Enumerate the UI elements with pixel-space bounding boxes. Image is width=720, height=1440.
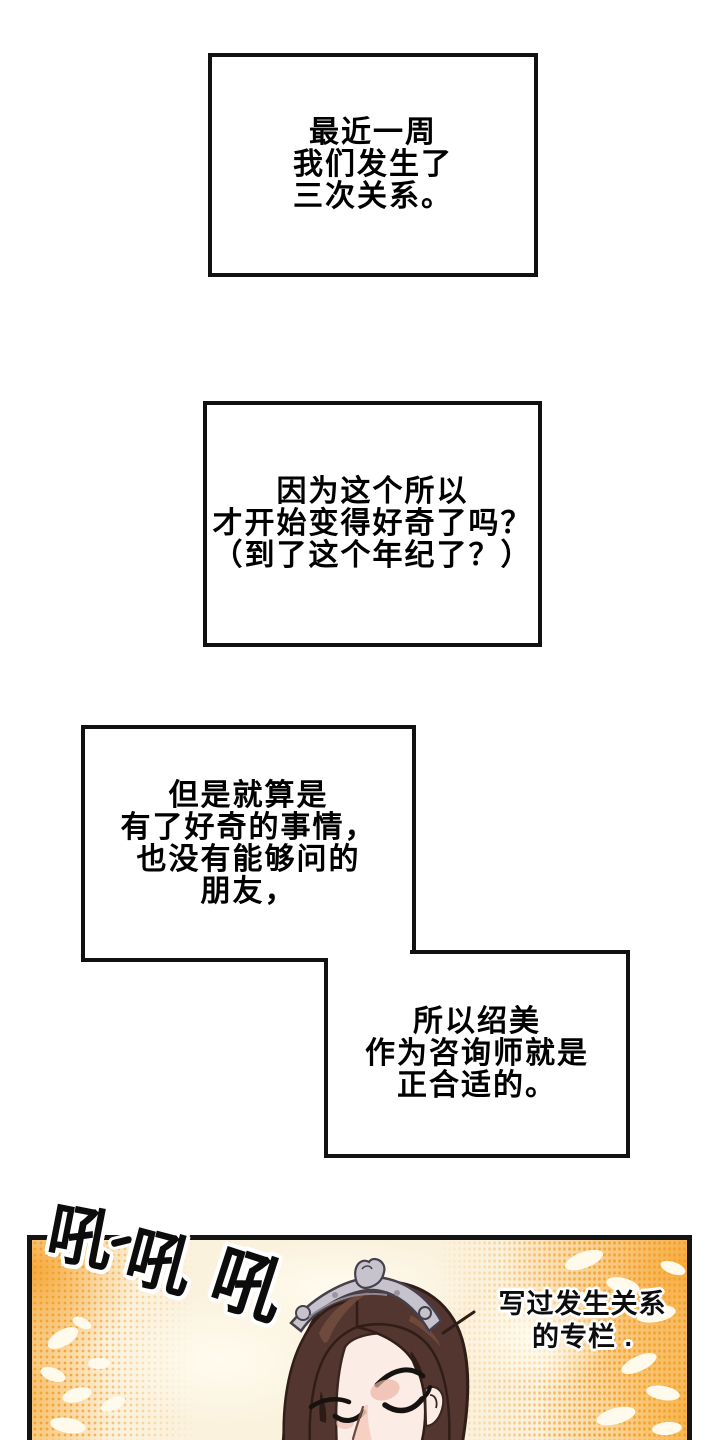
- comic-panel: 写过发生关系 的专栏 .: [27, 1235, 692, 1440]
- narration-line: 朋友，: [200, 874, 297, 908]
- narration-line: 我们发生了: [293, 148, 453, 181]
- narration-line: 也没有能够问的: [136, 842, 361, 876]
- texture-blob: [88, 1358, 110, 1369]
- narration-line: （到了这个年纪了？）: [212, 539, 533, 572]
- narration-line: 最近一周: [309, 116, 437, 149]
- caption-line: 写过发生关系: [498, 1289, 667, 1319]
- hair-highlight: [319, 1291, 371, 1343]
- sfx-char: 吼: [41, 1194, 121, 1280]
- hair-front-left: [282, 1299, 359, 1440]
- box-join-patch: [324, 950, 410, 958]
- narration-line: 有了好奇的事情，: [120, 810, 377, 844]
- texture-blob: [568, 1292, 592, 1303]
- hair-highlight: [409, 1315, 441, 1347]
- caption-line: 的专栏 .: [531, 1322, 633, 1352]
- narration-line: 因为这个所以: [276, 475, 469, 508]
- ear: [423, 1385, 445, 1428]
- nose: [353, 1405, 372, 1440]
- narration-line: 正合适的。: [397, 1069, 557, 1102]
- closed-eye-right: [382, 1396, 425, 1414]
- nose-line: [351, 1405, 365, 1440]
- tiara-icon: [289, 1257, 443, 1333]
- narration-line: 才开始变得好奇了吗？: [212, 507, 533, 540]
- caption: 写过发生关系 的专栏 .: [475, 1288, 687, 1354]
- narration-box-4: 所以绍美 作为咨询师就是 正合适的。: [324, 950, 630, 1158]
- hair-strand-shadow: [319, 1391, 327, 1423]
- hair-flick: [441, 1310, 476, 1335]
- blush-right: [370, 1379, 400, 1401]
- narration-line: 但是就算是: [168, 778, 329, 812]
- narration-line: 所以绍美: [413, 1005, 541, 1038]
- narration-box-1: 最近一周 我们发生了 三次关系。: [208, 53, 538, 277]
- narration-line: 三次关系。: [293, 180, 453, 213]
- narration-box-3: 但是就算是 有了好奇的事情， 也没有能够问的 朋友，: [81, 725, 416, 962]
- narration-box-2: 因为这个所以 才开始变得好奇了吗？ （到了这个年纪了？）: [203, 401, 542, 647]
- hair-strand-shadow: [410, 1351, 423, 1375]
- eyebrow-left: [308, 1397, 352, 1410]
- character-illustration: [281, 1257, 476, 1440]
- ear-inner: [429, 1394, 438, 1409]
- narration-line: 作为咨询师就是: [365, 1037, 589, 1070]
- eyelash-right: [420, 1385, 432, 1401]
